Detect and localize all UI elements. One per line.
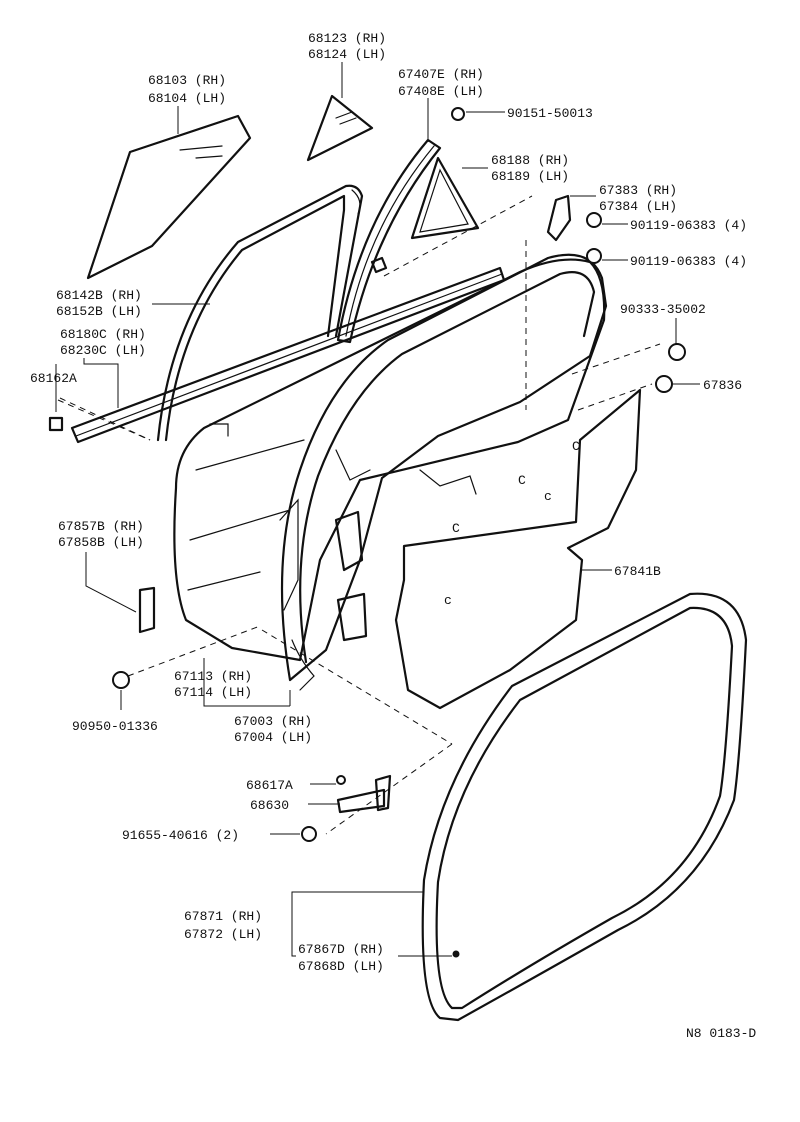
window-glass-drawing [86, 114, 252, 280]
fastener-drawings [112, 107, 686, 842]
label-check-bolt: 91655-40616 (2) [122, 828, 239, 843]
clip-drawing [48, 399, 151, 441]
label-bracket-line2: 67384 (LH) [599, 199, 677, 214]
weatherstrip-drawing [421, 592, 748, 1022]
label-weatherstrip-line1: 67871 (RH) [184, 909, 262, 924]
svg-text:c: c [544, 489, 552, 504]
label-check-pin: 68617A [246, 778, 293, 793]
screw-top-icon [451, 107, 465, 121]
label-service-hole-cover: 67841B [614, 564, 661, 579]
service-hole-cover-drawing: C C C c c [394, 388, 642, 710]
label-weatherstrip-clip-line2: 67868D (LH) [298, 959, 384, 974]
label-belt-moulding-line1: 68180C (RH) [60, 327, 146, 342]
label-run-channel-line2: 68152B (LH) [56, 304, 142, 319]
alignment-lines [59, 195, 661, 835]
label-belt-moulding-line2: 68230C (LH) [60, 343, 146, 358]
label-check-assy: 68630 [250, 798, 289, 813]
quarter-weatherstrip-drawing [410, 156, 480, 240]
check-assy-drawing [336, 774, 392, 814]
label-window-glass-line2: 68104 (LH) [148, 91, 226, 106]
label-quarter-weatherstrip-line2: 68189 (LH) [491, 169, 569, 184]
label-bolt-upper: 90119-06383 (4) [630, 218, 747, 233]
label-weatherstrip-line2: 67872 (LH) [184, 927, 262, 942]
quarter-glass-drawing [306, 94, 374, 162]
label-grommet: 67836 [703, 378, 742, 393]
svg-text:C: C [518, 473, 526, 488]
label-clip: 68162A [30, 371, 77, 386]
pad-drawing [138, 586, 156, 634]
label-quarter-glass-line2: 68124 (LH) [308, 47, 386, 62]
label-window-glass-line1: 68103 (RH) [148, 73, 226, 88]
part-labels: 68103 (RH) 68104 (LH) 68123 (RH) 68124 (… [30, 31, 756, 1041]
svg-text:C: C [572, 439, 580, 454]
check-bolt-icon [301, 826, 317, 842]
label-door-panel-line2: 67114 (LH) [174, 685, 252, 700]
label-quarter-weatherstrip-line1: 68188 (RH) [491, 153, 569, 168]
bolt-upper-icon [586, 212, 602, 228]
label-door-assy-line2: 67004 (LH) [234, 730, 312, 745]
label-plug-right: 90333-35002 [620, 302, 706, 317]
label-weatherstrip-clip-line1: 67867D (RH) [298, 942, 384, 957]
label-quarter-glass-line1: 68123 (RH) [308, 31, 386, 46]
label-bolt-lower: 90119-06383 (4) [630, 254, 747, 269]
label-run-channel-line1: 68142B (RH) [56, 288, 142, 303]
label-division-bar-line2: 67408E (LH) [398, 84, 484, 99]
plug-right-icon [668, 343, 686, 361]
label-division-bar-line1: 67407E (RH) [398, 67, 484, 82]
drawing-code: N8 0183-D [686, 1026, 756, 1041]
door-outer-panel-drawing [173, 258, 606, 662]
label-plug-left: 90950-01336 [72, 719, 158, 734]
label-screw-top: 90151-50013 [507, 106, 593, 121]
label-bracket-line1: 67383 (RH) [599, 183, 677, 198]
plug-left-icon [112, 671, 130, 689]
label-pad-line1: 67857B (RH) [58, 519, 144, 534]
division-bar-drawing [336, 138, 442, 344]
bracket-drawing [546, 194, 572, 242]
door-inner-frame-drawing [279, 253, 608, 691]
check-pin-icon [336, 775, 346, 785]
bolt-lower-icon [586, 248, 602, 264]
svg-text:c: c [444, 593, 452, 608]
svg-text:C: C [452, 521, 460, 536]
leader-lines [55, 62, 700, 957]
label-door-assy-line1: 67003 (RH) [234, 714, 312, 729]
label-pad-line2: 67858B (LH) [58, 535, 144, 550]
label-door-panel-line1: 67113 (RH) [174, 669, 252, 684]
grommet-icon [655, 375, 673, 393]
